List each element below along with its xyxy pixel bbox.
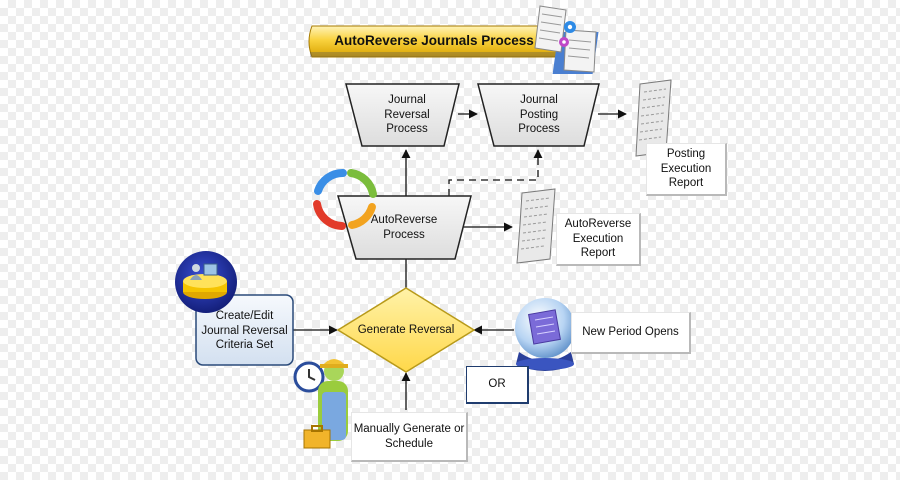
- manual-schedule-box: Manually Generate or Schedule: [351, 412, 468, 462]
- journal-reversal-label: Journal Reversal Process: [384, 94, 430, 135]
- posting-report-box: Posting Execution Report: [646, 143, 727, 196]
- report-document-icon: [516, 188, 556, 264]
- crystal-ball-calendar-icon: [515, 298, 575, 371]
- worker-clock-briefcase-icon: [293, 359, 348, 449]
- database-user-icon: [175, 251, 237, 313]
- journal-posting-label: Journal Posting Process: [518, 94, 560, 135]
- autoreverse-process-label: AutoReverse Process: [370, 214, 438, 241]
- diagram-title: AutoReverse Journals Process: [334, 33, 534, 48]
- autoreverse-report-box: AutoReverse Execution Report: [556, 213, 641, 266]
- criteria-set-label: Create/Edit Journal Reversal Criteria Se…: [201, 310, 288, 351]
- new-period-box: New Period Opens: [571, 312, 691, 354]
- title-banner: [308, 25, 562, 58]
- or-box: OR: [466, 366, 529, 404]
- journal-reversal-shape: [345, 83, 460, 147]
- journal-posting-shape: [477, 83, 600, 147]
- dashed-link-to-posting: [448, 149, 543, 196]
- criteria-set-box: [195, 294, 294, 366]
- connectors: [293, 109, 627, 410]
- generate-reversal-diamond: [336, 287, 476, 373]
- generate-reversal-label: Generate Reversal: [357, 324, 455, 336]
- cycle-arrows-icon: [313, 168, 377, 230]
- process-docs-gear-icon: [534, 5, 599, 74]
